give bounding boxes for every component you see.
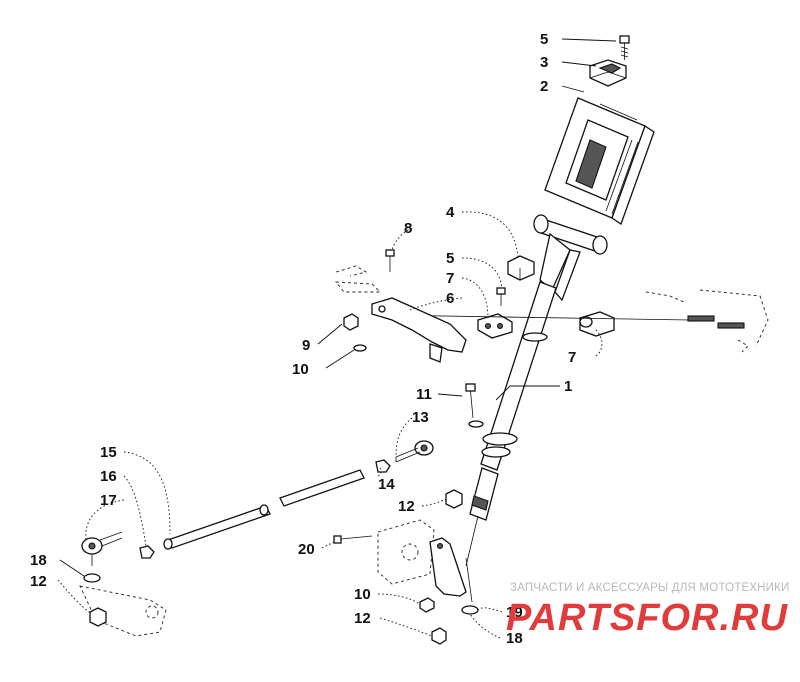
callout-2: 2 xyxy=(540,78,548,95)
callout-18-bottom: 18 xyxy=(506,630,523,647)
callout-6: 6 xyxy=(446,290,454,307)
callout-7-right: 7 xyxy=(568,349,576,366)
washer-part-10-top xyxy=(353,344,367,352)
callout-5-top: 5 xyxy=(540,31,548,48)
callout-16: 16 xyxy=(100,468,117,485)
callout-9: 9 xyxy=(302,337,310,354)
callout-10-bottom: 10 xyxy=(354,586,371,603)
leader-lines xyxy=(57,38,617,639)
callout-13: 13 xyxy=(412,409,429,426)
bearing-housing-ghost xyxy=(377,519,435,585)
callout-18-left: 18 xyxy=(30,552,47,569)
nut-part-12-mid xyxy=(445,489,463,509)
callout-1: 1 xyxy=(564,378,572,395)
callout-8: 8 xyxy=(404,220,412,237)
ghost-shroud-left xyxy=(335,265,382,293)
clamp-part-7-left xyxy=(477,313,513,339)
bracket-part-19 xyxy=(429,537,473,603)
callout-11: 11 xyxy=(416,386,432,403)
tie-rod-part-15 xyxy=(163,469,365,550)
callout-5-mid: 5 xyxy=(446,250,454,267)
bolt-part-5-top xyxy=(619,35,630,60)
callout-12-bottom: 12 xyxy=(354,610,371,627)
washer-part-18-bottom xyxy=(461,605,479,615)
washer-part-18-left xyxy=(83,573,101,583)
tie-rod-end-part-13 xyxy=(395,440,434,463)
callout-20: 20 xyxy=(298,541,315,558)
bolt-part-11 xyxy=(465,383,484,428)
callout-7-left: 7 xyxy=(446,270,454,287)
callout-10-top: 10 xyxy=(292,361,309,378)
callout-4: 4 xyxy=(446,204,455,221)
nut-part-9 xyxy=(343,313,359,331)
jam-nut-part-14 xyxy=(375,459,391,473)
callout-12-mid: 12 xyxy=(398,498,415,515)
bolt-part-8 xyxy=(385,249,395,272)
callout-17: 17 xyxy=(100,492,117,509)
stud-bolts-right xyxy=(687,315,745,329)
callout-15: 15 xyxy=(100,444,117,461)
handlebar-pad-part-2 xyxy=(544,97,655,226)
ghost-shroud-right xyxy=(645,289,769,353)
callout-3: 3 xyxy=(540,54,548,71)
bolt-part-20 xyxy=(333,535,373,544)
bracket-part-6 xyxy=(371,297,467,363)
washer-part-10-bottom xyxy=(419,597,435,613)
tie-rod-end-part-17 xyxy=(81,531,123,566)
clamp-part-7-right xyxy=(579,311,615,337)
callout-19: 19 xyxy=(506,604,523,621)
clamp-part-3 xyxy=(589,59,627,87)
nut-part-12-left xyxy=(89,607,107,627)
callout-12-left: 12 xyxy=(30,573,47,590)
nut-part-12-bottom xyxy=(431,627,447,645)
bolt-part-5-mid xyxy=(496,287,506,306)
jam-nut-part-16 xyxy=(139,545,155,559)
clamp-part-4 xyxy=(507,255,535,281)
callouts: 5 3 2 4 8 5 7 6 9 10 7 1 11 13 14 12 15 … xyxy=(30,31,576,647)
watermark-logo: PARTSFOR.RU xyxy=(506,597,788,639)
watermark-tagline: ЗАПЧАСТИ И АКСЕССУАРЫ ДЛЯ МОТОТЕХНИКИ xyxy=(510,582,790,594)
steering-post-part-1 xyxy=(465,214,608,567)
callout-14: 14 xyxy=(378,476,395,493)
watermark: ЗАПЧАСТИ И АКСЕССУАРЫ ДЛЯ МОТОТЕХНИКИ PA… xyxy=(506,582,790,639)
